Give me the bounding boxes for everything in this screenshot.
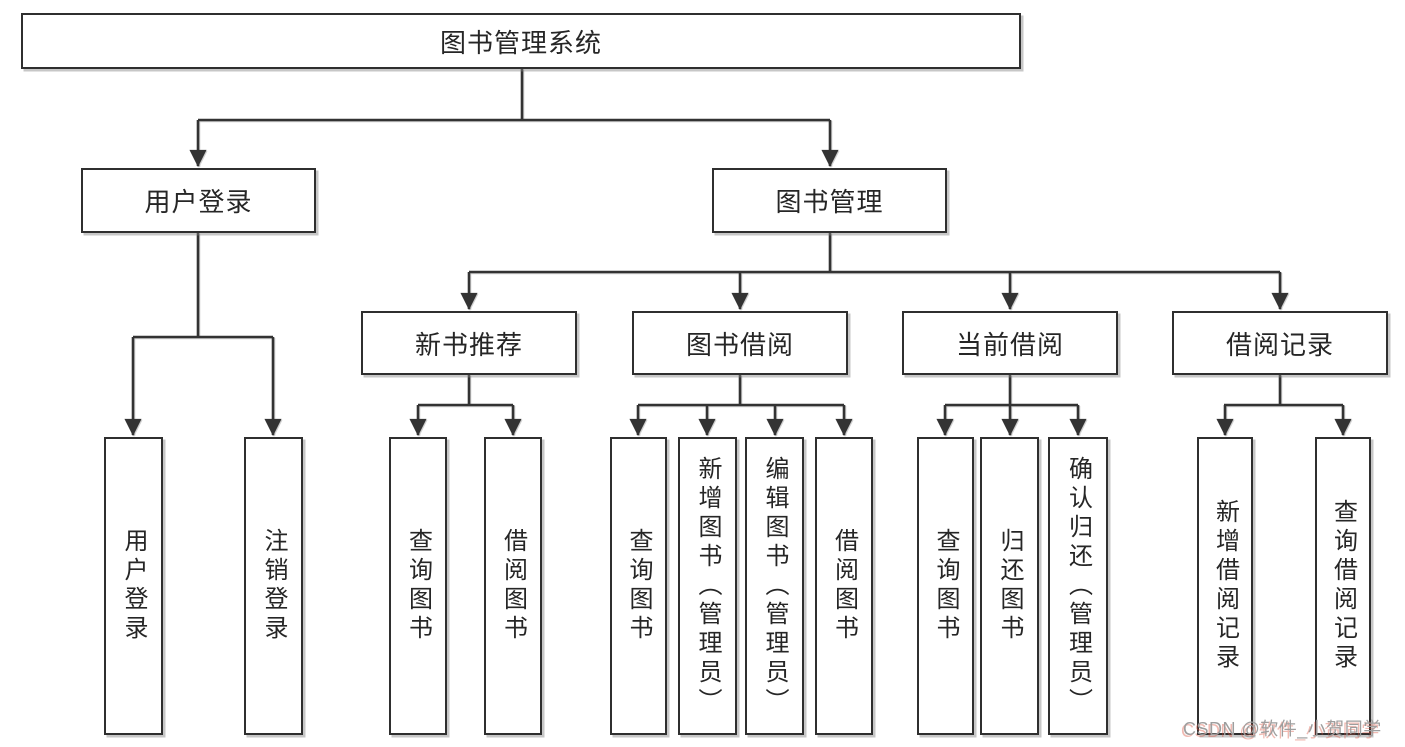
- leaf-query-books-current: 查询图书: [917, 437, 974, 735]
- node-borrow-records: 借阅记录: [1172, 311, 1388, 375]
- node-new-book-recommend: 新书推荐: [361, 311, 577, 375]
- leaf-edit-books-admin: 编辑图书（管理员）: [745, 437, 804, 735]
- node-user-login: 用户登录: [81, 168, 316, 233]
- node-current-borrow: 当前借阅: [902, 311, 1118, 375]
- leaf-query-borrow-record: 查询借阅记录: [1315, 437, 1371, 735]
- leaf-add-borrow-record: 新增借阅记录: [1197, 437, 1253, 735]
- leaf-borrow-books: 借阅图书: [815, 437, 873, 735]
- node-book-management: 图书管理: [712, 168, 947, 233]
- leaf-return-books: 归还图书: [980, 437, 1039, 735]
- leaf-query-books-recommend: 查询图书: [389, 437, 447, 735]
- leaf-query-books-borrow: 查询图书: [610, 437, 667, 735]
- leaf-user-login: 用户登录: [104, 437, 163, 735]
- node-book-borrow: 图书借阅: [632, 311, 848, 375]
- leaf-add-books-admin: 新增图书（管理员）: [678, 437, 737, 735]
- connector-trunk-lines: [133, 69, 1343, 407]
- csdn-watermark: CSDN @软件_小贺同学: [1183, 719, 1382, 739]
- node-root-system: 图书管理系统: [21, 13, 1021, 69]
- leaf-confirm-return-admin: 确认归还（管理员）: [1048, 437, 1108, 735]
- leaf-logout: 注销登录: [244, 437, 303, 735]
- leaf-borrow-books-recommend: 借阅图书: [484, 437, 542, 735]
